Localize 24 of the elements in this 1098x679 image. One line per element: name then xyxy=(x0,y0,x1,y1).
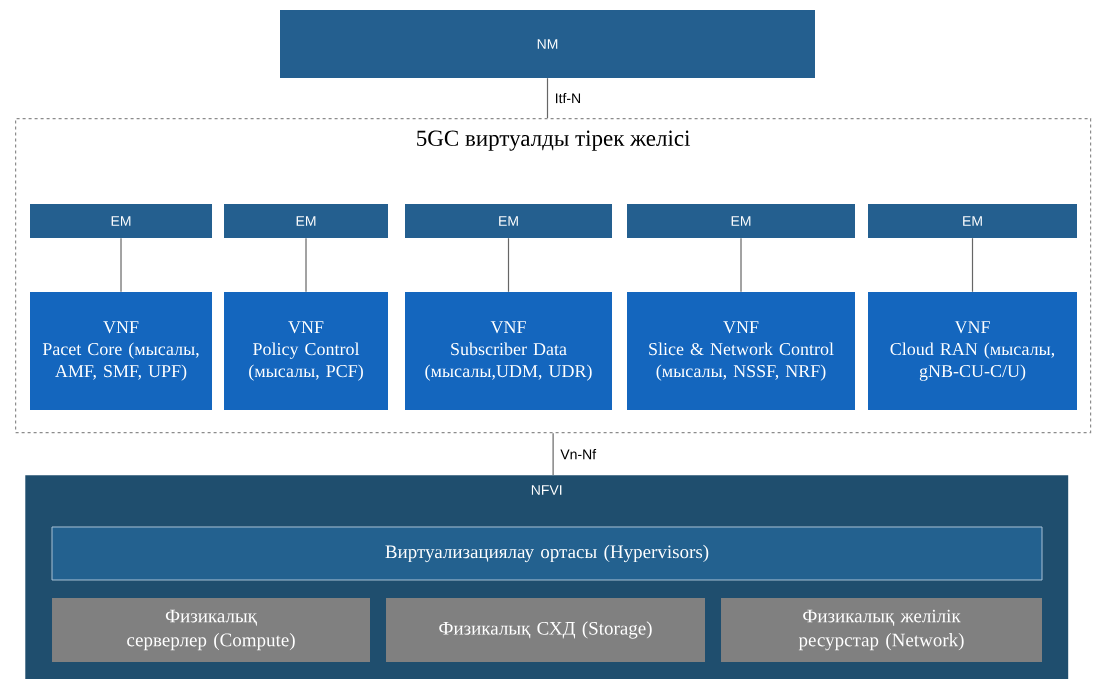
resource-box: Физикалық серверлер (Compute) xyxy=(52,598,370,662)
resource-box: Физикалық СХД (Storage) xyxy=(386,598,705,662)
connector-line xyxy=(552,432,554,476)
resource-box: Физикалық желілік ресурстар (Network) xyxy=(721,598,1042,662)
connector-line xyxy=(740,237,742,293)
hypervisor-layer: Виртуализациялау ортасы (Hypervisors) xyxy=(51,526,1043,581)
vnf-box: VNF Slice & Network Control (мысалы, NSSF, NRF) xyxy=(627,292,855,410)
element-manager-box: EM xyxy=(627,204,855,238)
edge-label: Vn-Nf xyxy=(559,448,598,461)
vnf-box: VNF Subscriber Data (мысалы,UDM, UDR) xyxy=(405,292,612,410)
connector-line xyxy=(971,237,974,293)
vnf-box: VNF Policy Control (мысалы, PCF) xyxy=(224,292,388,410)
element-manager-box: EM xyxy=(30,204,212,238)
element-manager-box: EM xyxy=(868,204,1077,238)
edge-label: Itf-N xyxy=(553,91,583,105)
manager-box: NM xyxy=(280,10,815,78)
vnf-box: VNF Cloud RAN (мысалы, gNB-CU-C/U) xyxy=(868,292,1077,410)
connector-line xyxy=(305,237,307,293)
connector-line xyxy=(507,237,510,293)
connector-line xyxy=(546,77,549,119)
vnf-box: VNF Pacet Core (мысалы, AMF, SMF, UPF) xyxy=(30,292,212,410)
element-manager-box: EM xyxy=(224,204,388,238)
connector-line xyxy=(120,237,122,293)
element-manager-box: EM xyxy=(405,204,612,238)
